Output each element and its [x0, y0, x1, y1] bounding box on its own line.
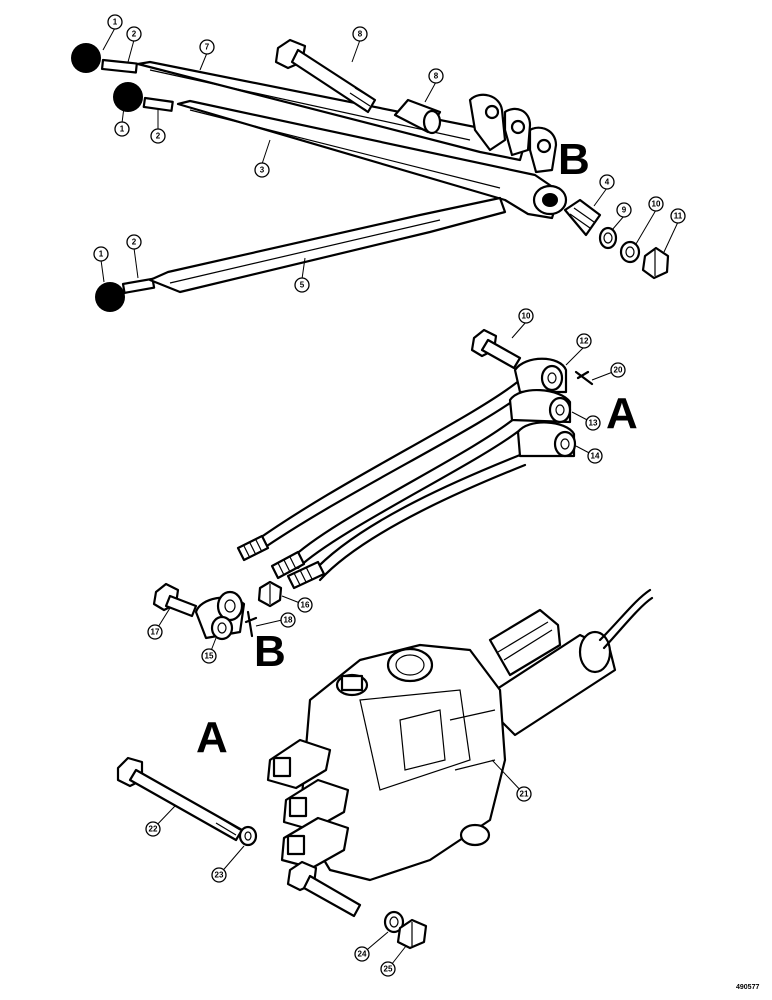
svg-text:1: 1 — [113, 18, 118, 27]
callout-18: 18 — [280, 612, 296, 628]
bolt-17 — [152, 582, 198, 618]
reference-letter-b-top: B — [558, 135, 590, 184]
control-rod-14 — [310, 453, 522, 575]
svg-text:16: 16 — [301, 601, 310, 610]
control-lever-assembly — [71, 38, 670, 312]
spacer-4 — [563, 198, 602, 237]
callout-20: 20 — [610, 362, 626, 378]
svg-text:25: 25 — [384, 965, 393, 974]
svg-text:9: 9 — [622, 206, 627, 215]
washer-9 — [598, 226, 618, 250]
solenoid-cylinder — [478, 588, 654, 737]
callout-25: 25 — [380, 961, 396, 977]
cotter-pin-18 — [244, 610, 258, 638]
clevis-13 — [508, 388, 572, 424]
callout-1-lower: 1 — [93, 246, 109, 262]
svg-text:2: 2 — [132, 30, 137, 39]
lever-5 — [148, 196, 507, 294]
svg-text:4: 4 — [605, 178, 610, 187]
svg-text:21: 21 — [520, 790, 529, 799]
reference-letter-a-middle: A — [606, 389, 638, 438]
tie-bolt-22 — [116, 756, 244, 842]
callout-4: 4 — [599, 174, 615, 190]
washer-24 — [383, 910, 405, 934]
callout-21: 21 — [516, 786, 532, 802]
svg-text:10: 10 — [652, 200, 661, 209]
svg-text:17: 17 — [151, 628, 160, 637]
pivot-bolt-8 — [274, 38, 377, 114]
callout-2-middle: 2 — [150, 128, 166, 144]
svg-text:1: 1 — [120, 125, 125, 134]
callout-2-upper: 2 — [126, 26, 142, 42]
svg-text:2: 2 — [132, 238, 137, 247]
callout-15: 15 — [201, 648, 217, 664]
threaded-stud-2 — [100, 58, 174, 294]
svg-text:24: 24 — [358, 950, 367, 959]
callout-14: 14 — [587, 448, 603, 464]
callout-22: 22 — [145, 821, 161, 837]
callout-7: 7 — [199, 39, 215, 55]
valve-port-top — [335, 647, 434, 697]
washer-10 — [619, 240, 641, 264]
callout-2-lower: 2 — [126, 234, 142, 250]
svg-text:13: 13 — [589, 419, 598, 428]
svg-text:18: 18 — [284, 616, 293, 625]
clevis-bolt-10 — [470, 328, 522, 370]
svg-text:8: 8 — [358, 30, 363, 39]
reference-letter-a-valve: A — [196, 713, 228, 762]
callout-3: 3 — [254, 162, 270, 178]
washer-23 — [238, 825, 258, 847]
knob-1-middle — [113, 82, 143, 112]
clevis-assembly-b — [152, 580, 283, 641]
callout-24: 24 — [354, 946, 370, 962]
control-rod-assembly — [236, 328, 594, 590]
knob-1-upper — [71, 43, 101, 73]
callout-8-bolt: 8 — [352, 26, 368, 42]
part-number: 490577 — [736, 984, 759, 991]
svg-text:2: 2 — [156, 132, 161, 141]
callout-1-upper: 1 — [107, 14, 123, 30]
tie-bolt-end — [286, 860, 362, 918]
callout-5: 5 — [294, 277, 310, 293]
svg-text:23: 23 — [215, 871, 224, 880]
callout-23: 23 — [211, 867, 227, 883]
callout-12: 12 — [576, 333, 592, 349]
svg-text:12: 12 — [580, 337, 589, 346]
svg-text:7: 7 — [205, 43, 210, 52]
callout-8-spacer: 8 — [428, 68, 444, 84]
svg-text:8: 8 — [434, 72, 439, 81]
control-rod-13 — [288, 416, 517, 562]
svg-text:15: 15 — [205, 652, 214, 661]
clevis-14 — [516, 421, 577, 458]
knob-1-lower — [95, 282, 125, 312]
threaded-rod-ends — [236, 534, 326, 590]
control-valve-assembly — [266, 588, 654, 918]
callout-10-bolt: 10 — [518, 308, 534, 324]
svg-text:22: 22 — [149, 825, 158, 834]
reference-letter-b-clevis: B — [254, 627, 286, 676]
svg-text:5: 5 — [300, 281, 305, 290]
clevis-15 — [194, 590, 246, 641]
callout-10-washer: 10 — [648, 196, 664, 212]
svg-text:14: 14 — [591, 452, 600, 461]
clevis-12 — [513, 357, 568, 394]
callout-11: 11 — [670, 208, 686, 224]
callout-13: 13 — [585, 415, 601, 431]
control-rod-12 — [248, 378, 522, 547]
callout-1-middle: 1 — [114, 121, 130, 137]
callout-16: 16 — [297, 597, 313, 613]
callout-9: 9 — [616, 202, 632, 218]
svg-text:3: 3 — [260, 166, 265, 175]
callout-17: 17 — [147, 624, 163, 640]
svg-text:1: 1 — [99, 250, 104, 259]
svg-text:20: 20 — [614, 366, 623, 375]
valve-spool-ends — [266, 738, 350, 870]
cotter-pin-20 — [574, 370, 594, 386]
svg-text:10: 10 — [522, 312, 531, 321]
svg-text:11: 11 — [674, 212, 683, 221]
